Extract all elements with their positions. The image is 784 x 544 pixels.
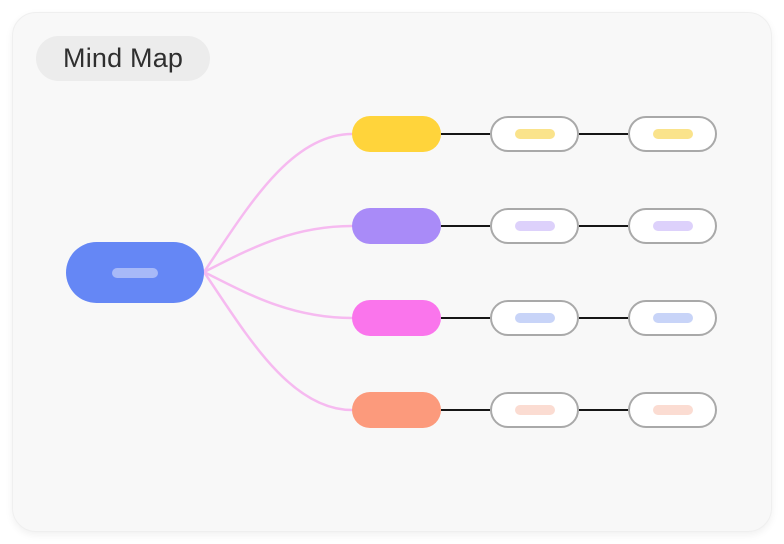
child-node-text-placeholder bbox=[514, 405, 555, 415]
child-node-text-placeholder bbox=[514, 129, 555, 139]
child-node-4-1[interactable] bbox=[490, 392, 579, 428]
child-node-3-1[interactable] bbox=[490, 300, 579, 336]
child-node-text-placeholder bbox=[514, 221, 555, 231]
child-node-2-2[interactable] bbox=[628, 208, 717, 244]
edge-root-branch-2 bbox=[202, 224, 354, 274]
branch-node-1[interactable] bbox=[352, 116, 441, 152]
child-node-text-placeholder bbox=[514, 313, 555, 323]
child-node-text-placeholder bbox=[652, 313, 693, 323]
child-node-2-1[interactable] bbox=[490, 208, 579, 244]
edge-root-branch-3 bbox=[202, 270, 354, 320]
mind-map-title: Mind Map bbox=[63, 43, 184, 73]
child-node-text-placeholder bbox=[652, 221, 693, 231]
branch-node-2[interactable] bbox=[352, 208, 441, 244]
child-node-3-2[interactable] bbox=[628, 300, 717, 336]
edge-root-branch-1 bbox=[202, 132, 354, 274]
mind-map-title-badge: Mind Map bbox=[36, 36, 211, 81]
child-node-4-2[interactable] bbox=[628, 392, 717, 428]
branch-node-4[interactable] bbox=[352, 392, 441, 428]
child-node-text-placeholder bbox=[652, 405, 693, 415]
edge-root-branch-4 bbox=[202, 270, 354, 412]
child-node-1-1[interactable] bbox=[490, 116, 579, 152]
root-node[interactable] bbox=[66, 242, 204, 303]
child-node-1-2[interactable] bbox=[628, 116, 717, 152]
root-node-text-placeholder bbox=[112, 267, 158, 278]
child-node-text-placeholder bbox=[652, 129, 693, 139]
branch-node-3[interactable] bbox=[352, 300, 441, 336]
